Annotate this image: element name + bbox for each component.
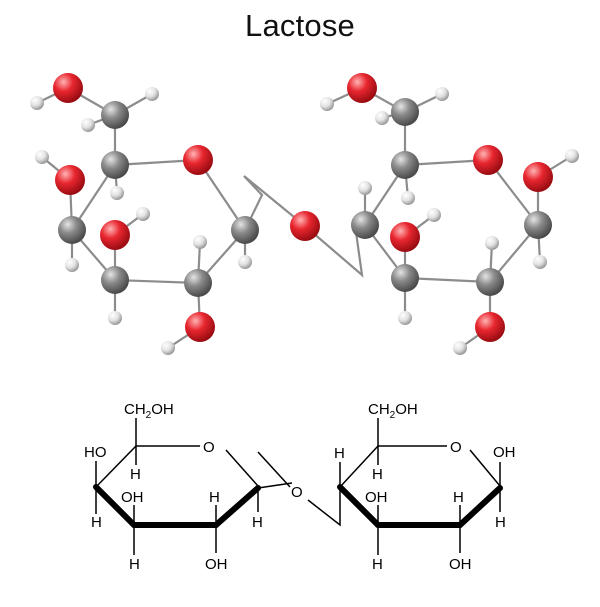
formula-labels: CH2OH O HO H OH H H H H OH O CH2OH O H H… <box>84 401 516 573</box>
h-label: H <box>495 514 506 531</box>
h-label: H <box>130 466 141 483</box>
h-label: H <box>252 514 263 531</box>
h-label: H <box>129 556 140 573</box>
ball-and-stick-model <box>30 73 579 355</box>
ring-oxygen-right-label: O <box>450 439 462 456</box>
h-label: H <box>372 556 383 573</box>
h-label: H <box>453 489 464 506</box>
right-ring <box>337 418 503 555</box>
oh-label: OH <box>205 556 228 573</box>
oh-label: OH <box>365 489 388 506</box>
oh-label: OH <box>121 489 144 506</box>
ch2oh-right-label: CH2OH <box>368 401 418 421</box>
bridge-oxygen-label: O <box>291 484 303 501</box>
ch2oh-left-label: CH2OH <box>124 401 174 421</box>
h-label: H <box>372 466 383 483</box>
ho-left-label: HO <box>84 444 107 461</box>
glycosidic-bridge <box>257 451 341 527</box>
h-label: H <box>91 514 102 531</box>
left-ring <box>93 418 293 555</box>
h-label: H <box>209 489 220 506</box>
carbon-atoms <box>58 98 552 297</box>
haworth-formula: CH2OH O HO H OH H H H H OH O CH2OH O H H… <box>84 401 516 573</box>
hydrogen-atoms <box>30 87 579 355</box>
oh-label: OH <box>493 444 516 461</box>
ring-oxygen-left-label: O <box>203 439 215 456</box>
oxygen-atoms <box>53 73 553 342</box>
figure-title: Lactose <box>245 8 355 43</box>
oh-label: OH <box>449 556 472 573</box>
h-label: H <box>334 445 345 462</box>
